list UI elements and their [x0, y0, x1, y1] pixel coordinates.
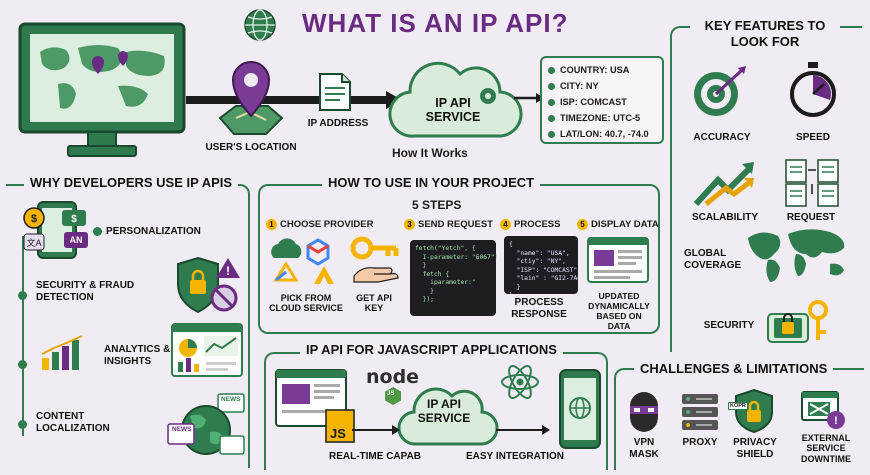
- get-api-key-label: GET API KEY: [356, 293, 392, 314]
- challenges-heading: CHALLENGES & LIMITATIONS: [634, 361, 834, 376]
- info-city: CITY: NY: [548, 78, 656, 94]
- security-feature-label: SECURITY: [703, 320, 755, 331]
- display-data-icon: [587, 237, 649, 283]
- request-label: REQUEST: [786, 212, 836, 223]
- api-key-icon: [350, 236, 399, 283]
- document-icon: [319, 73, 351, 111]
- target-icon: [694, 66, 746, 116]
- browser-window-icon: [275, 369, 355, 443]
- react-icon: [501, 365, 539, 399]
- ip-info-box: COUNTRY: USA CITY: NY ISP: COMCAST TIMEZ…: [540, 56, 664, 144]
- personalization-bullet: [93, 227, 102, 236]
- why-developers-heading: WHY DEVELOPERS USE IP APIs: [24, 175, 239, 190]
- news-badge-left: NEWS: [172, 426, 192, 433]
- cloud-icon: [388, 61, 523, 138]
- phone-personalization-icon: $ $ 文A: [23, 201, 86, 259]
- analytics-label: ANALYTICS & INSIGHTS: [104, 344, 171, 367]
- global-coverage-label: GLOBAL COVERAGE: [684, 248, 742, 271]
- monitor-icon: [18, 22, 186, 157]
- easy-integration-label: EASY INTEGRATION: [466, 451, 564, 462]
- users-location-label: USER'S LOCATION: [205, 142, 297, 153]
- pick-cloud-label: PICK FROM CLOUD SERVICE: [269, 293, 343, 314]
- js-badge: JS: [330, 426, 346, 441]
- js-flow-arrows: [352, 425, 550, 435]
- growth-arrows-icon: [693, 162, 754, 207]
- svg-text:文A: 文A: [26, 237, 41, 248]
- svg-text:!: !: [226, 264, 230, 278]
- how-it-works-caption: How It Works: [392, 146, 468, 160]
- kopr-badge: KOPR: [728, 402, 748, 410]
- an-badge: AN: [64, 232, 88, 248]
- svg-text:!: !: [834, 415, 838, 427]
- nodejs-logo: node: [366, 366, 420, 388]
- proxy-server-icon: [682, 394, 718, 430]
- privacy-shield-label: PRIVACY SHIELD: [733, 437, 777, 460]
- location-pin-icon: [218, 60, 284, 135]
- news-globe-icon: [167, 393, 245, 455]
- info-timezone: TIMEZONE: UTC-5: [548, 110, 656, 126]
- content-localization-label: CONTENT LOCALIZATION: [36, 411, 110, 434]
- js-cloud-icon: [397, 387, 499, 446]
- vpn-mask-icon: [630, 392, 658, 432]
- stopwatch-icon: [790, 62, 836, 117]
- proxy-label: PROXY: [682, 437, 718, 448]
- bar-chart-icon: [41, 335, 83, 370]
- svg-text:$: $: [31, 213, 37, 225]
- steps-subheading: 5 STEPS: [412, 198, 462, 212]
- content-bullet: [18, 420, 27, 429]
- world-map-icon: [748, 229, 845, 282]
- js-ip-api-service-label: IP API SERVICE: [417, 397, 471, 425]
- info-latlon: LAT/LON: 40.7, -74.0: [548, 126, 656, 142]
- accuracy-label: ACCURACY: [693, 132, 751, 143]
- why-timeline: [22, 236, 24, 436]
- globe-icon: [244, 9, 276, 41]
- vpn-mask-label: VPN MASK: [629, 437, 659, 460]
- how-to-use-heading: HOW TO USE IN YOUR PROJECT: [322, 175, 541, 190]
- ip-address-label: IP ADDRESS: [307, 118, 369, 129]
- analytics-dashboard-icon: [171, 323, 243, 377]
- page-title: WHAT IS AN IP API?: [302, 8, 569, 38]
- key-features-heading: KEY FEATURES TO LOOK FOR: [690, 18, 840, 51]
- ip-api-service-label: IP API SERVICE: [425, 96, 481, 125]
- realtime-label: REAL-TIME CAPAB: [328, 451, 422, 462]
- info-country: COUNTRY: USA: [548, 62, 656, 78]
- nodejs-badge: JS: [387, 391, 395, 397]
- analytics-bullet: [18, 360, 27, 369]
- js-apps-heading: IP API FOR JAVASCRIPT APPLICATIONS: [300, 342, 563, 357]
- security-shield-icon: !: [177, 256, 240, 314]
- response-code-block: { "name": "USA", "ctiy": "NY", "ISP": "C…: [504, 236, 585, 299]
- nodejs-hex-icon: [385, 387, 401, 405]
- svg-text:$: $: [71, 214, 77, 225]
- info-isp: ISP: COMCAST: [548, 94, 656, 110]
- scalability-label: SCALABILITY: [691, 212, 759, 223]
- security-fraud-label: SECURITY & FRAUD DETECTION: [36, 280, 135, 303]
- request-code-block: fetch("Yetch", { I-parameter: "6067") } …: [410, 240, 498, 316]
- speed-label: SPEED: [796, 132, 830, 143]
- personalization-label: PERSONALIZATION: [106, 226, 201, 237]
- shield-lock-icon: [767, 300, 828, 343]
- process-response-label: PROCESS RESPONSE: [511, 297, 567, 320]
- privacy-shield-icon: [735, 388, 773, 434]
- service-downtime-icon: !: [801, 391, 845, 429]
- external-downtime-label: EXTERNAL SERVICE DOWNTIME: [801, 433, 851, 464]
- request-docs-icon: [785, 159, 839, 207]
- news-badge-top: NEWS: [221, 396, 241, 403]
- cloud-providers-icon: [271, 238, 334, 284]
- security-bullet: [18, 291, 27, 300]
- updated-dynamically-label: UPDATED DYNAMICALLY BASED ON DATA: [588, 291, 650, 331]
- mobile-phone-icon: [559, 369, 601, 449]
